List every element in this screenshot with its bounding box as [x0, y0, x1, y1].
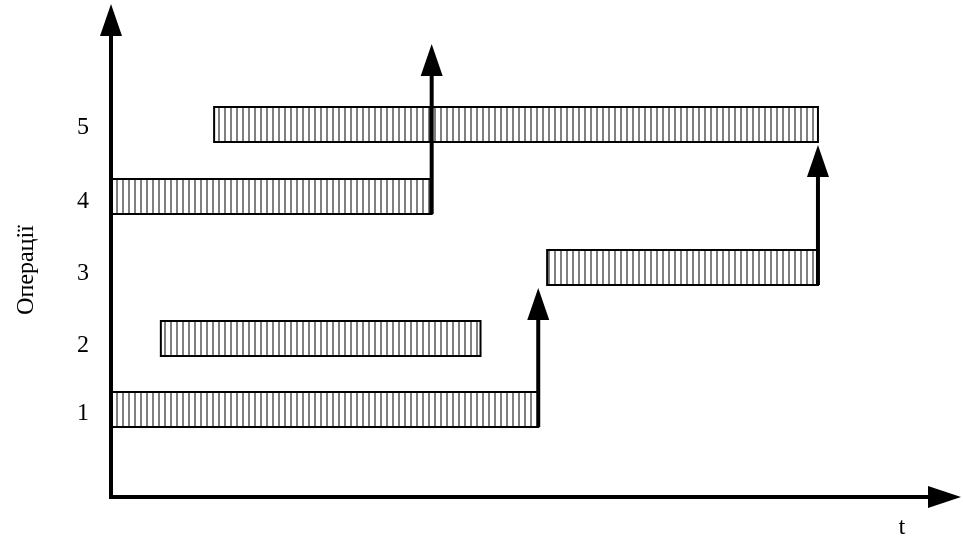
- y-axis-label: Операції: [13, 225, 39, 315]
- transfer-arrows: [420, 44, 829, 427]
- y-axis-arrowhead: [100, 4, 122, 36]
- operation-labels: 5 4 3 2 1: [77, 114, 89, 426]
- operation-label-3: 3: [77, 260, 89, 286]
- operation-label-5: 5: [77, 114, 89, 140]
- operation-label-2: 2: [77, 332, 89, 358]
- axes: [100, 4, 961, 508]
- operation-bar-2: [159, 320, 482, 357]
- transfer-arrowhead-3-to-5: [806, 145, 829, 177]
- operation-bar-5: [213, 106, 819, 143]
- x-axis-label: t: [899, 514, 906, 540]
- operation-bar-1: [111, 391, 540, 428]
- transfer-arrowhead-4-to-5: [420, 44, 443, 76]
- operation-label-1: 1: [77, 400, 89, 426]
- x-axis-arrowhead: [928, 486, 961, 508]
- transfer-arrowhead-1-to-3: [527, 288, 550, 320]
- operation-label-4: 4: [77, 188, 89, 214]
- operation-bar-3: [546, 249, 819, 286]
- operation-bars: [111, 106, 819, 428]
- operation-bar-4: [111, 178, 433, 215]
